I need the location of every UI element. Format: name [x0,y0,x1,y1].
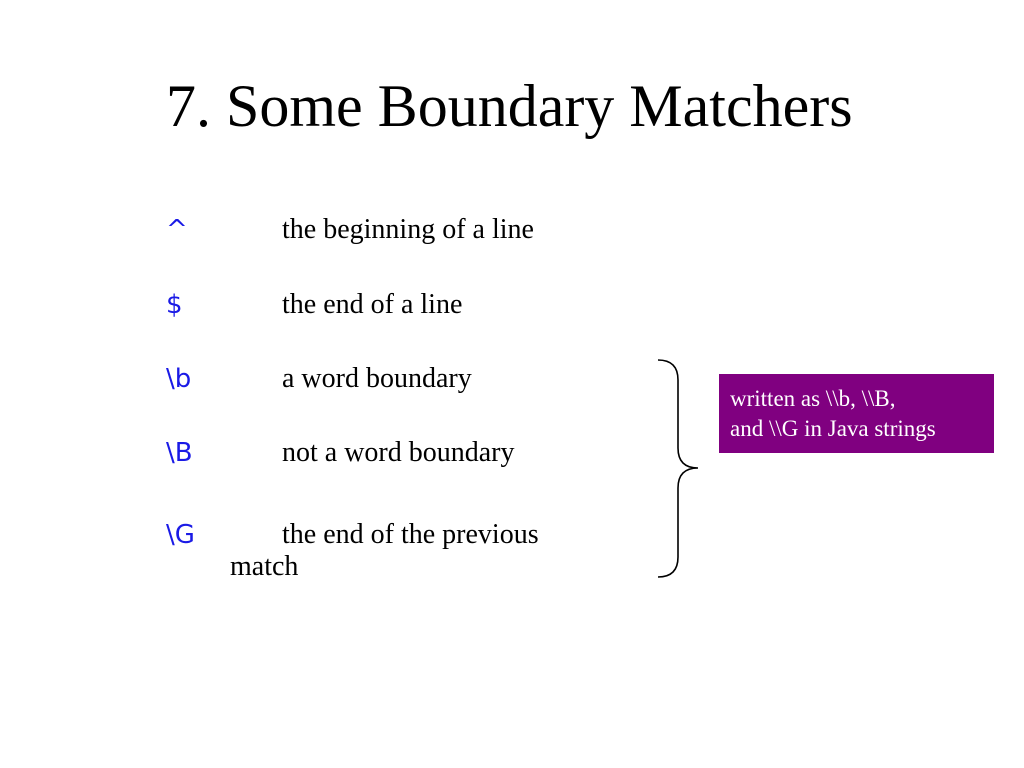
matcher-symbol: \B [166,438,193,468]
note-line: and \\G in Java strings [730,416,936,441]
matcher-description: a word boundary [282,363,472,394]
brace-path [657,359,699,578]
right-curly-brace [657,359,699,578]
matcher-symbol: $ [166,290,183,320]
matcher-description: the end of a line [282,289,463,320]
matcher-row-dollar: $ the end of a line [166,289,646,329]
matcher-description: the end of the previous [282,519,539,550]
matcher-description: not a word boundary [282,437,515,468]
matcher-row-word-boundary: \b a word boundary [166,363,646,403]
matcher-row-caret: ^ the beginning of a line [166,214,646,254]
matcher-row-non-word-boundary: \B not a word boundary [166,437,646,477]
matcher-description-continued: match [230,551,299,582]
matcher-symbol: ^ [166,215,188,245]
matcher-symbol: \G [166,520,195,550]
slide-title: 7. Some Boundary Matchers [166,73,853,139]
note-line: written as \\b, \\B, [730,386,896,411]
matcher-row-previous-match: \G the end of the previous match [166,519,646,591]
matcher-description: the beginning of a line [282,214,534,245]
java-strings-note: written as \\b, \\B, and \\G in Java str… [719,374,994,453]
matcher-symbol: \b [166,364,192,394]
